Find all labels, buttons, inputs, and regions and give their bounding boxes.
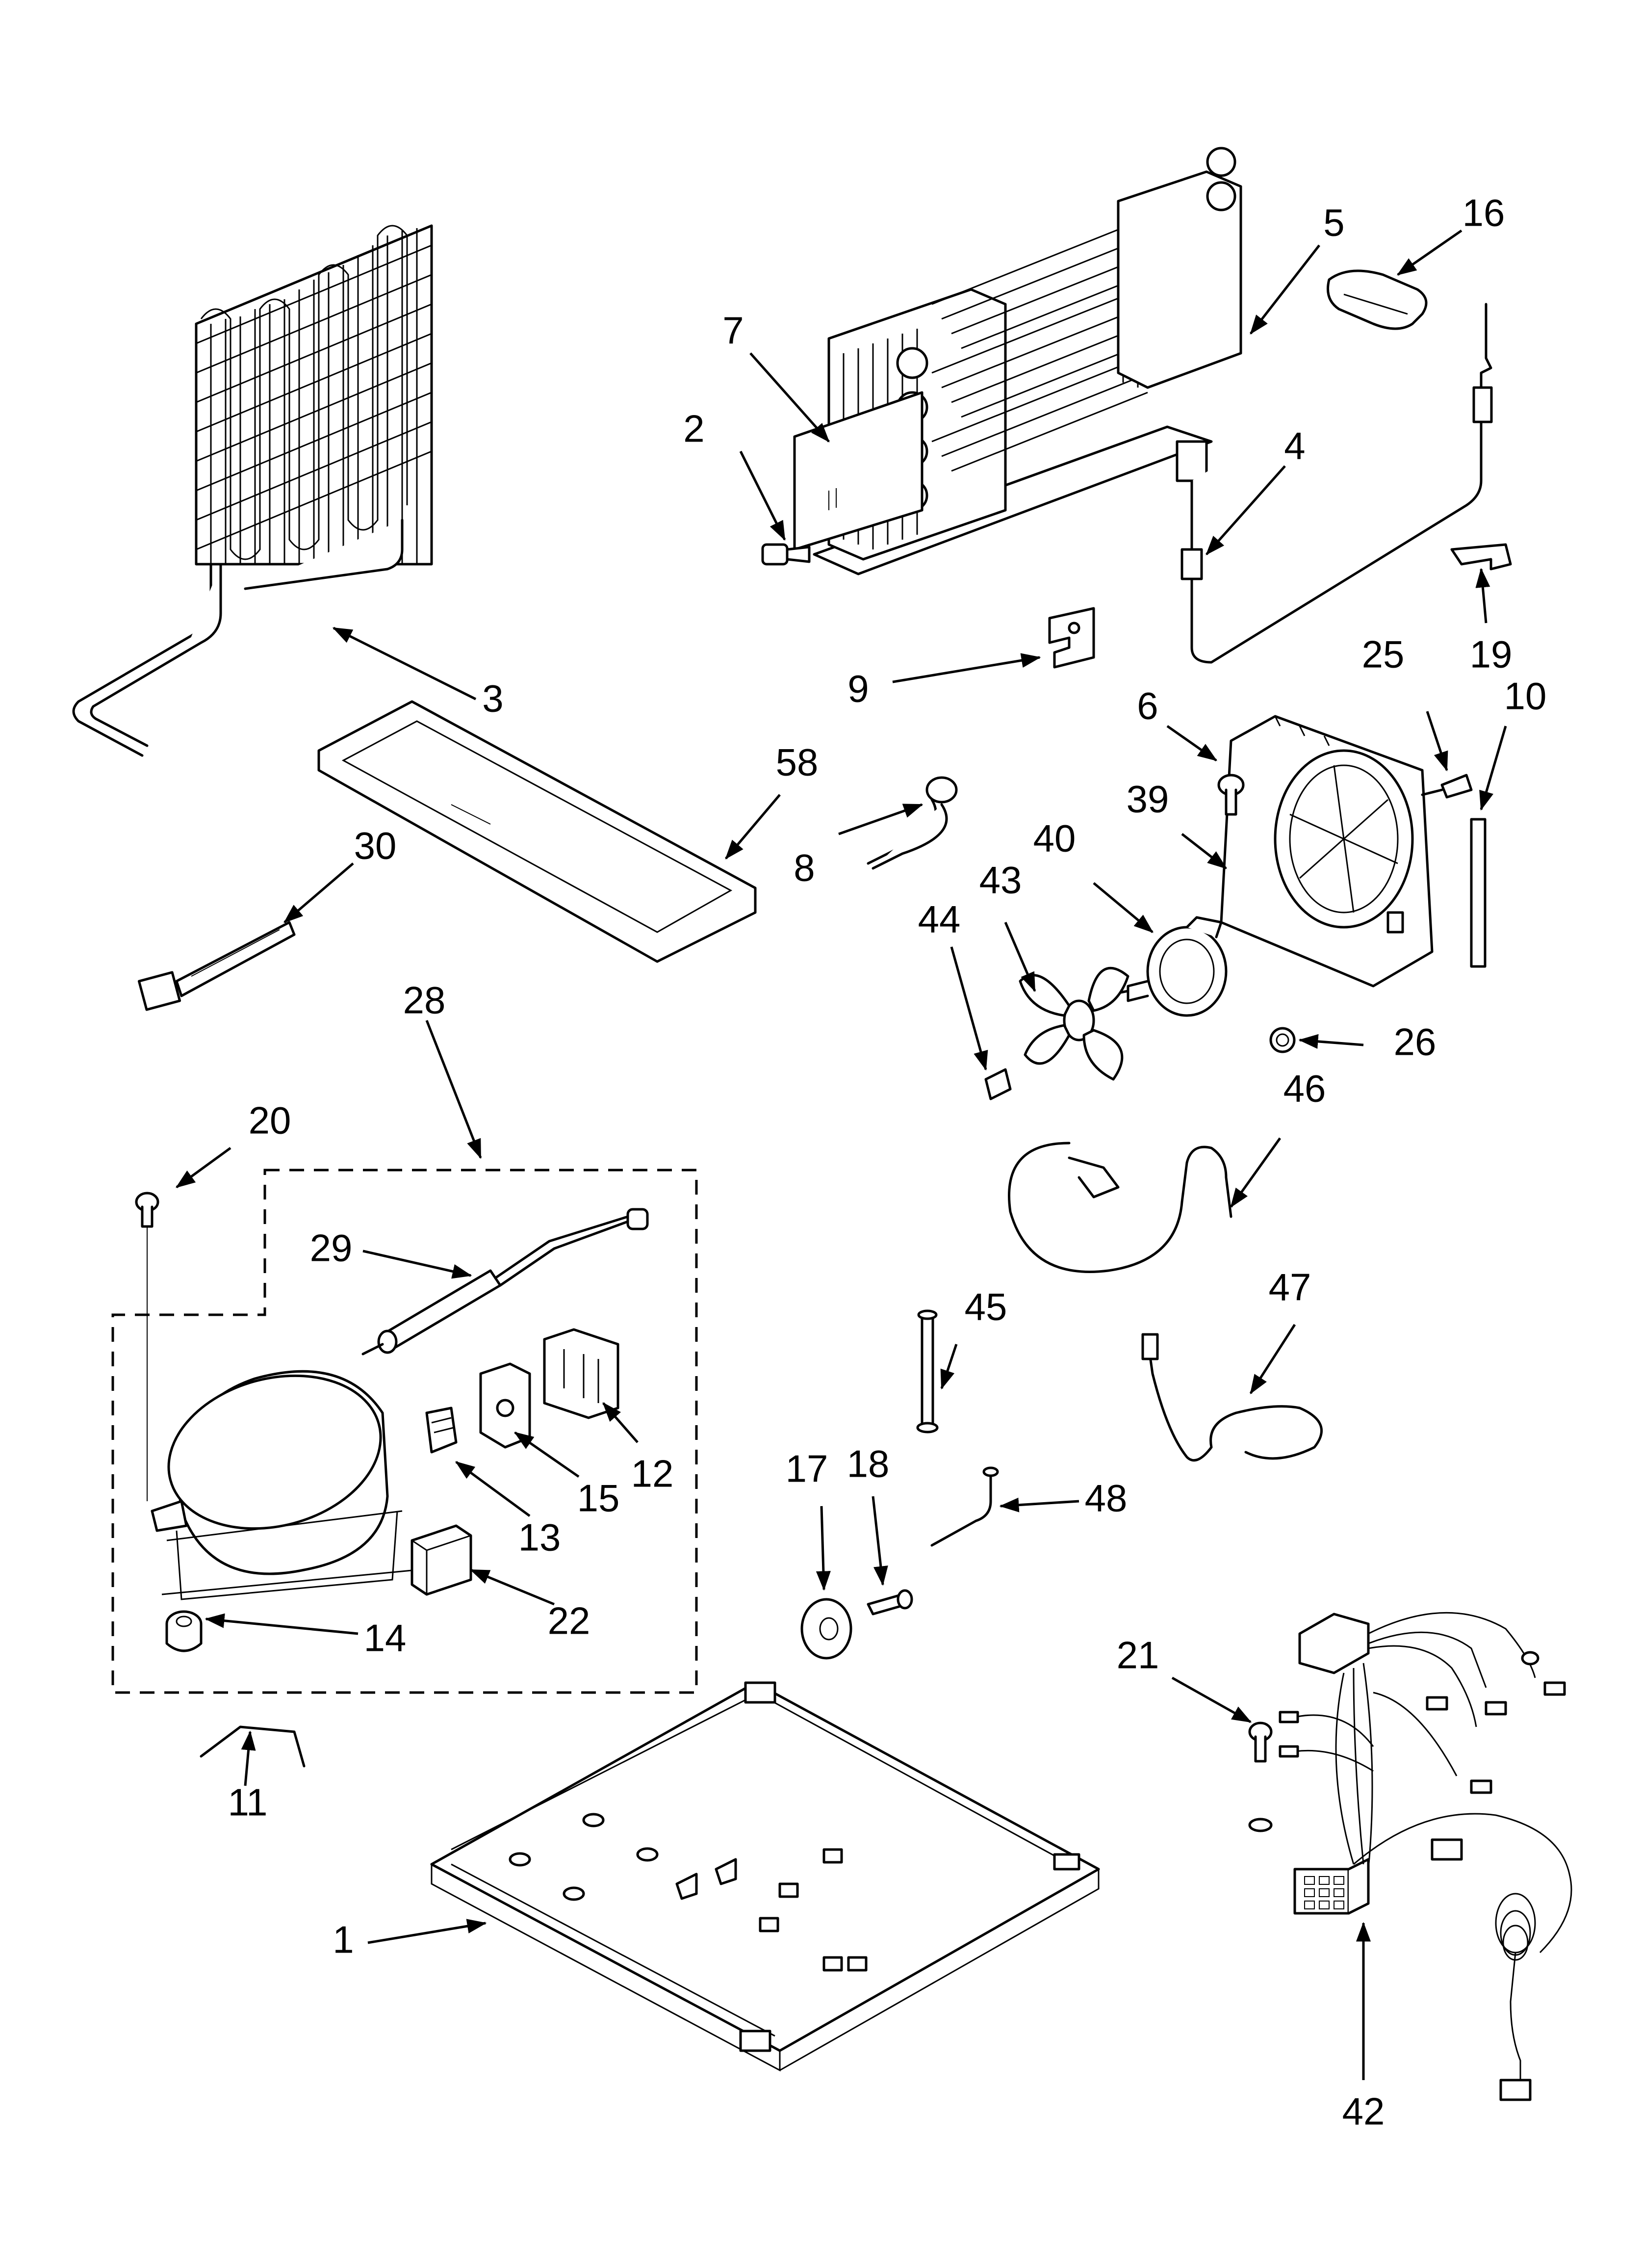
callout-40: 40 <box>1033 817 1076 860</box>
callout-5: 5 <box>1323 201 1344 244</box>
leader-lines <box>175 229 1507 2080</box>
capacitor-22 <box>410 1524 472 1596</box>
thermostat-8 <box>867 776 958 870</box>
callout-48: 48 <box>1085 1477 1128 1520</box>
callout-6: 6 <box>1137 684 1158 728</box>
callout-12: 12 <box>631 1452 674 1495</box>
callout-15: 15 <box>577 1477 620 1520</box>
grommet-14 <box>165 1610 203 1652</box>
fan-motor-40 <box>1102 916 1228 1017</box>
callout-43: 43 <box>979 859 1022 902</box>
callout-47: 47 <box>1269 1266 1311 1309</box>
condenser-coil <box>72 224 433 757</box>
strip-10 <box>1470 818 1487 968</box>
fan-shroud-39 <box>1220 715 1434 988</box>
callout-39: 39 <box>1127 778 1169 821</box>
callout-21: 21 <box>1117 1634 1159 1677</box>
screw-6 <box>1217 774 1245 816</box>
screw-21 <box>1248 1721 1273 1832</box>
callout-22: 22 <box>548 1599 590 1642</box>
evaporator-assembly <box>793 147 1242 575</box>
callout-4: 4 <box>1284 424 1305 468</box>
callout-8: 8 <box>794 846 815 889</box>
tube-48 <box>930 1466 999 1547</box>
callout-44: 44 <box>918 898 961 941</box>
relay-13 <box>425 1407 458 1454</box>
screw-2 <box>761 543 811 566</box>
callout-20: 20 <box>249 1099 291 1142</box>
callout-7: 7 <box>722 309 744 352</box>
relay-cover-12 <box>543 1328 619 1419</box>
callout-26: 26 <box>1394 1020 1437 1064</box>
callout-labels: 1 2 3 4 5 6 7 8 9 10 11 12 13 14 15 16 1… <box>228 191 1547 2133</box>
axle-pin-18 <box>867 1589 913 1616</box>
callout-14: 14 <box>364 1616 407 1660</box>
cap-16 <box>1327 269 1428 330</box>
callout-19: 19 <box>1470 633 1513 676</box>
callout-30: 30 <box>354 824 397 867</box>
screw-25 <box>1421 774 1473 799</box>
clip-19 <box>1450 543 1512 571</box>
callout-13: 13 <box>518 1516 561 1559</box>
callout-18: 18 <box>847 1442 890 1486</box>
drain-pan-58 <box>317 700 757 963</box>
callout-45: 45 <box>965 1285 1007 1329</box>
thermistor-wire-4 <box>1176 303 1493 664</box>
callout-9: 9 <box>847 667 869 710</box>
clip-44 <box>984 1068 1012 1100</box>
overload-15 <box>479 1362 531 1449</box>
fan-blade-43 <box>1019 966 1129 1081</box>
callout-28: 28 <box>403 979 446 1022</box>
bracket-9 <box>1048 607 1095 669</box>
wire-harness-42 <box>1279 1612 1572 2101</box>
callout-17: 17 <box>786 1447 828 1490</box>
callout-10: 10 <box>1504 675 1547 718</box>
callout-3: 3 <box>482 677 503 720</box>
callout-1: 1 <box>333 1918 354 1961</box>
callout-25: 25 <box>1362 633 1405 676</box>
wire-clip-11 <box>200 1725 306 1768</box>
roller-17 <box>800 1598 852 1660</box>
screw-20 <box>135 1192 159 1501</box>
callout-46: 46 <box>1283 1067 1326 1110</box>
callout-29: 29 <box>310 1226 353 1270</box>
compressor <box>151 1370 417 1600</box>
callout-42: 42 <box>1342 2090 1385 2133</box>
callout-11: 11 <box>228 1781 268 1824</box>
drier-29 <box>361 1208 649 1356</box>
cable-tie-30 <box>137 921 296 1011</box>
callout-58: 58 <box>776 741 819 784</box>
pin-45 <box>916 1309 939 1434</box>
grommet-26 <box>1269 1027 1296 1053</box>
tube-46 <box>1008 1142 1232 1273</box>
base-plate-1 <box>430 1681 1100 2072</box>
compressor-kit-28 <box>111 1169 698 1694</box>
callout-2: 2 <box>683 407 704 450</box>
tube-47 <box>1141 1333 1323 1462</box>
callout-16: 16 <box>1462 191 1505 235</box>
